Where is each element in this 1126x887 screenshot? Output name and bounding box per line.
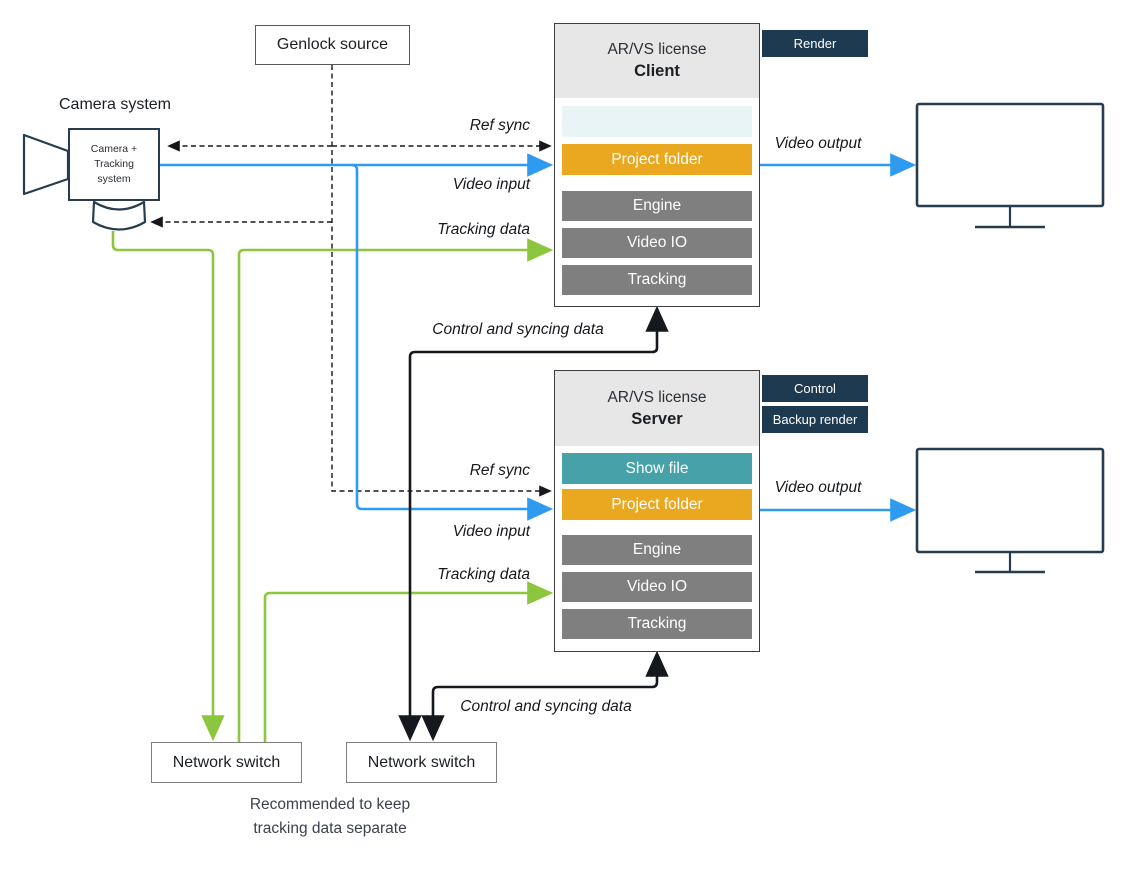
control-sync-label-server: Control and syncing data — [460, 698, 632, 715]
video-output-label-client: Video output — [774, 135, 862, 152]
server-license-label: AR/VS license — [607, 388, 707, 406]
video-input-label-server: Video input — [452, 523, 530, 540]
tracking-line-switch-to-server — [263, 581, 554, 742]
tracking-sensor-icon — [91, 200, 147, 231]
server-role-label: Server — [631, 409, 683, 428]
client-render-badge: Render — [762, 30, 868, 57]
server-row-show-file: Show file — [562, 453, 752, 484]
ref-sync-label-client: Ref sync — [469, 117, 530, 134]
client-role-label: Client — [634, 62, 680, 80]
control-sync-label-client: Control and syncing data — [432, 321, 604, 338]
server-header: AR/VS license Server — [555, 371, 759, 446]
client-row-engine: Engine — [562, 191, 752, 221]
server-control-badge: Control — [762, 375, 868, 402]
monitor-client-icon — [915, 102, 1105, 229]
network-switch-control-label: Network switch — [367, 753, 476, 771]
network-switch-tracking-box: Network switch — [151, 742, 302, 783]
client-box: AR/VS license Client Project folder Engi… — [554, 23, 760, 307]
tracking-line-camera-to-switch — [111, 231, 225, 742]
monitor-server-icon — [915, 447, 1105, 574]
client-license-label: AR/VS license — [607, 41, 707, 58]
tracking-note: Recommended to keep tracking data separa… — [249, 796, 411, 838]
server-backup-render-badge: Backup render — [762, 406, 868, 433]
ref-sync-label-server: Ref sync — [469, 462, 530, 479]
server-box: AR/VS license Server Show file Project f… — [554, 370, 760, 652]
client-row-video-io: Video IO — [562, 228, 752, 258]
camera-system-title: Camera system — [58, 96, 172, 113]
control-sync-line-client-switch — [398, 305, 669, 742]
camera-lens-icon — [22, 133, 70, 196]
video-input-label-client: Video input — [452, 176, 530, 193]
server-row-tracking: Tracking — [562, 609, 752, 639]
genlock-source-label: Genlock source — [276, 36, 389, 53]
camera-tracking-box: Camera + Tracking system — [68, 128, 160, 201]
client-row-tracking: Tracking — [562, 265, 752, 295]
server-row-project-folder: Project folder — [562, 489, 752, 520]
tracking-data-label-server: Tracking data — [437, 566, 530, 583]
network-switch-tracking-label: Network switch — [172, 753, 281, 771]
client-row-placeholder — [562, 106, 752, 137]
tracking-line-switch-to-client — [237, 238, 554, 742]
server-row-video-io: Video IO — [562, 572, 752, 602]
client-header: AR/VS license Client — [555, 24, 759, 98]
server-row-engine: Engine — [562, 535, 752, 565]
control-sync-line-server-switch — [421, 650, 669, 742]
tracking-data-label-client: Tracking data — [437, 221, 530, 238]
client-row-project-folder: Project folder — [562, 144, 752, 175]
video-input-line-server — [351, 163, 554, 521]
genlock-source-box: Genlock source — [255, 25, 410, 65]
network-switch-control-box: Network switch — [346, 742, 497, 783]
video-output-label-server: Video output — [774, 479, 862, 496]
camera-tracking-label: Camera + Tracking system — [90, 143, 138, 185]
